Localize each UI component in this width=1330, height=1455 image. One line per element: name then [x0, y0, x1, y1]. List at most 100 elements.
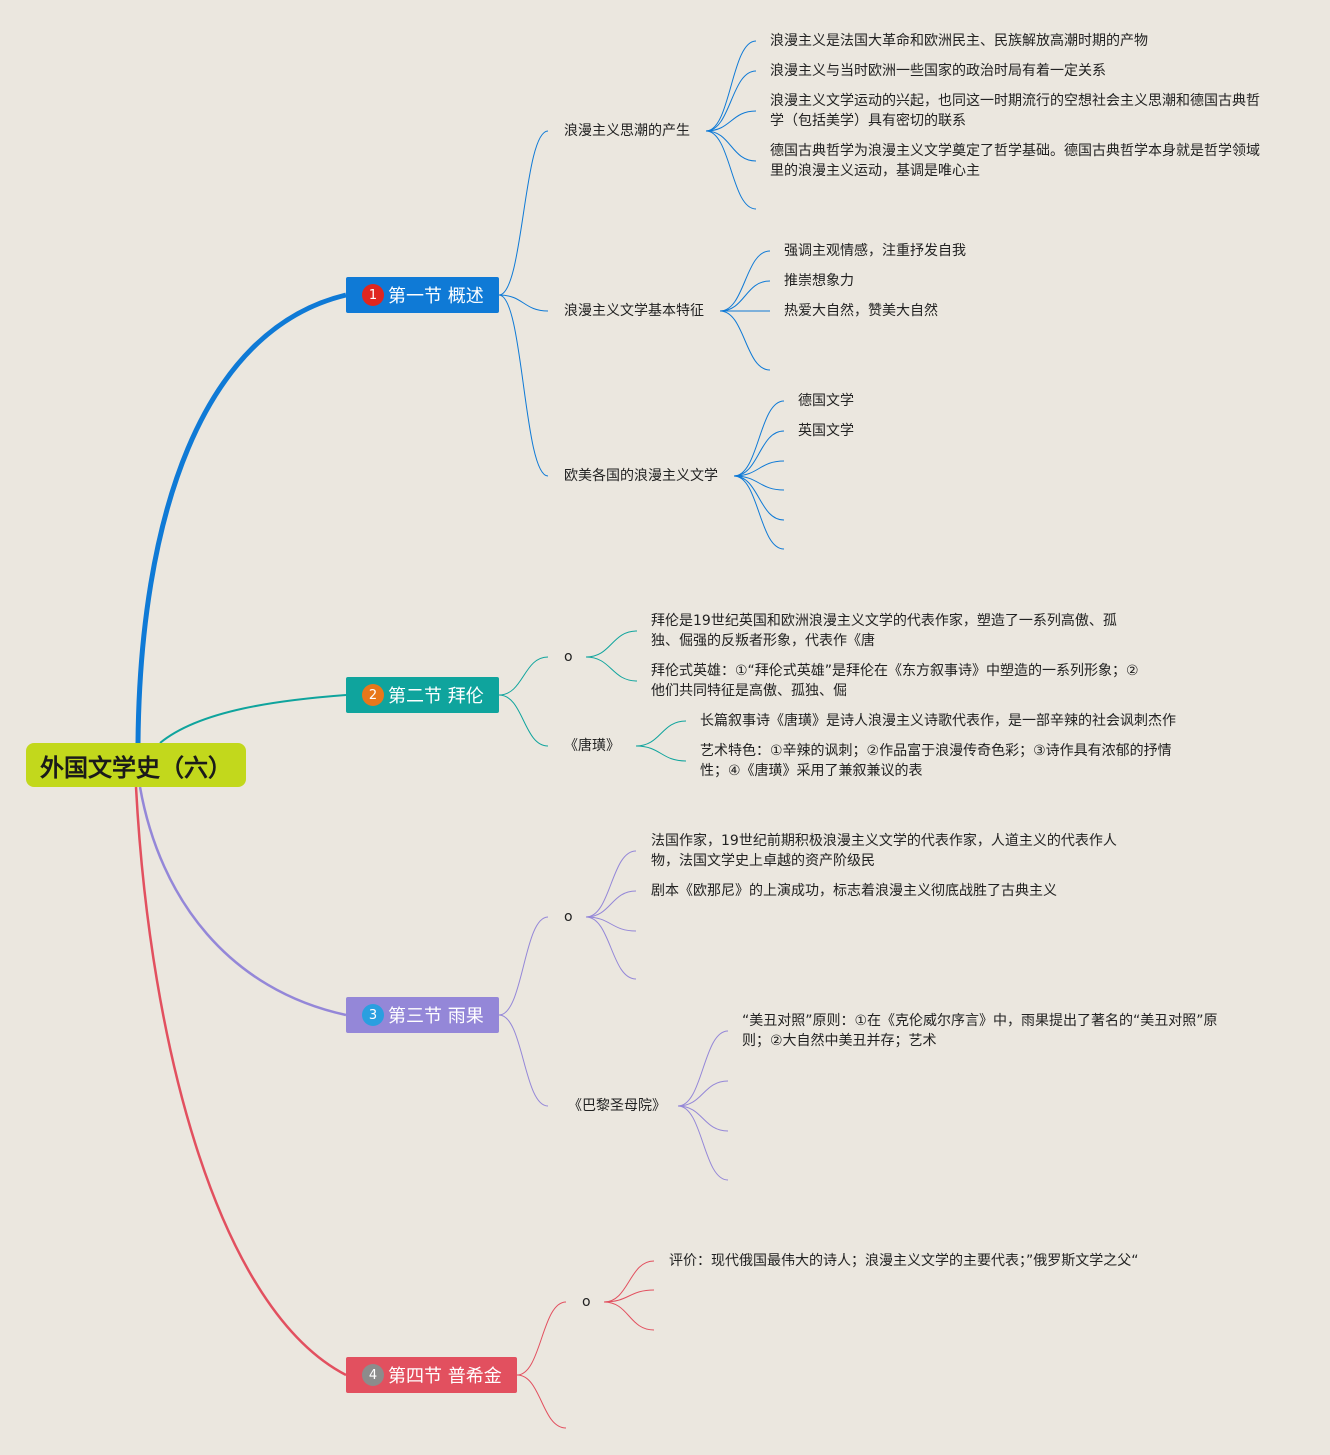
- topic-to-leaf-connector: [677, 1105, 729, 1181]
- leaf-text: 浪漫主义文学运动的兴起，也同这一时期流行的空想社会主义思潮和德国古典哲学（包括美…: [770, 93, 1260, 129]
- topic-to-leaf-connector: [585, 850, 637, 918]
- section-to-topic-connector: [498, 694, 549, 747]
- section-node-overview[interactable]: 1 第一节 概述: [346, 277, 499, 313]
- leaf-text: 英国文学: [798, 423, 854, 439]
- leaf-node[interactable]: 浪漫主义文学运动的兴起，也同这一时期流行的空想社会主义思潮和德国古典哲学（包括美…: [770, 91, 1262, 131]
- topic-label: o: [564, 909, 573, 925]
- section-to-topic-connector: [498, 1014, 549, 1107]
- topic-to-leaf-connector: [733, 475, 785, 521]
- leaf-text: 强调主观情感，注重抒发自我: [784, 243, 966, 259]
- leaf-node[interactable]: 剧本《欧那尼》的上演成功，标志着浪漫主义彻底战胜了古典主义: [651, 881, 1151, 901]
- section-node-pushkin[interactable]: 4 第四节 普希金: [346, 1357, 517, 1393]
- leaf-node[interactable]: 德国古典哲学为浪漫主义文学奠定了哲学基础。德国古典哲学本身就是哲学领域里的浪漫主…: [770, 141, 1262, 181]
- leaf-node[interactable]: 德国文学: [798, 391, 854, 411]
- section-to-topic-connector: [516, 1301, 567, 1376]
- leaf-text: 长篇叙事诗《唐璜》是诗人浪漫主义诗歌代表作，是一部辛辣的社会讽刺杰作: [700, 713, 1176, 729]
- topic-to-leaf-connector: [705, 110, 757, 132]
- section-label: 第二节 拜伦: [388, 686, 484, 707]
- topic-to-leaf-connector: [677, 1030, 729, 1107]
- leaf-node[interactable]: 艺术特色：①辛辣的讽刺；②作品富于浪漫传奇色彩；③诗作具有浓郁的抒情性；④《唐璜…: [700, 741, 1190, 781]
- section-node-hugo[interactable]: 3 第三节 雨果: [346, 997, 499, 1033]
- topic-to-leaf-connector: [677, 1080, 729, 1107]
- section-to-topic-connector: [498, 656, 549, 696]
- section-label: 第四节 普希金: [388, 1366, 502, 1387]
- topic-node[interactable]: 欧美各国的浪漫主义文学: [564, 466, 718, 486]
- leaf-text: 德国文学: [798, 393, 854, 409]
- leaf-text: “美丑对照”原则：①在《克伦威尔序言》中，雨果提出了著名的“美丑对照”原则；②大…: [742, 1013, 1218, 1049]
- topic-node[interactable]: o: [564, 907, 573, 927]
- root-node[interactable]: 外国文学史（六）: [26, 743, 246, 787]
- topic-to-leaf-connector: [733, 400, 785, 477]
- leaf-node[interactable]: 法国作家，19世纪前期积极浪漫主义文学的代表作家，人道主义的代表作人物，法国文学…: [651, 831, 1143, 871]
- topic-to-leaf-connector: [719, 310, 771, 371]
- leaf-node[interactable]: 推崇想象力: [784, 271, 854, 291]
- topic-label: o: [582, 1294, 591, 1310]
- topic-to-leaf-connector: [733, 475, 785, 550]
- leaf-node[interactable]: 浪漫主义与当时欧洲一些国家的政治时局有着一定关系: [770, 61, 1270, 81]
- leaf-text: 热爱大自然，赞美大自然: [784, 303, 938, 319]
- leaf-node[interactable]: 浪漫主义是法国大革命和欧洲民主、民族解放高潮时期的产物: [770, 31, 1270, 51]
- root-connector-line: [159, 694, 347, 744]
- topic-to-leaf-connector: [585, 890, 637, 918]
- section-label: 第三节 雨果: [388, 1006, 484, 1027]
- root-connector-line: [135, 292, 347, 744]
- section-label: 第一节 概述: [388, 286, 484, 307]
- topic-node[interactable]: o: [564, 647, 573, 667]
- topic-node[interactable]: 《唐璜》: [564, 736, 620, 756]
- topic-to-leaf-connector: [719, 280, 771, 312]
- root-connector-line: [138, 786, 347, 1017]
- topic-to-leaf-connector: [677, 1105, 729, 1132]
- topic-to-leaf-connector: [585, 656, 638, 682]
- root-label: 外国文学史（六）: [40, 753, 232, 782]
- leaf-text: 艺术特色：①辛辣的讽刺；②作品富于浪漫传奇色彩；③诗作具有浓郁的抒情性；④《唐璜…: [700, 743, 1172, 779]
- leaf-node[interactable]: 评价：现代俄国最伟大的诗人；浪漫主义文学的主要代表；”俄罗斯文学之父“: [669, 1251, 1169, 1271]
- section-to-topic-connector: [516, 1374, 567, 1429]
- leaf-text: 法国作家，19世纪前期积极浪漫主义文学的代表作家，人道主义的代表作人物，法国文学…: [651, 833, 1117, 869]
- topic-to-leaf-connector: [733, 430, 785, 477]
- topic-label: 浪漫主义文学基本特征: [564, 303, 704, 319]
- topic-to-leaf-connector: [705, 130, 757, 210]
- leaf-text: 浪漫主义是法国大革命和欧洲民主、民族解放高潮时期的产物: [770, 33, 1148, 49]
- leaf-text: 评价：现代俄国最伟大的诗人；浪漫主义文学的主要代表；”俄罗斯文学之父“: [669, 1253, 1139, 1269]
- section-number-badge: 1: [362, 284, 384, 306]
- topic-node[interactable]: 《巴黎圣母院》: [568, 1096, 666, 1116]
- section-to-topic-connector: [498, 294, 549, 477]
- leaf-node[interactable]: 热爱大自然，赞美大自然: [784, 301, 938, 321]
- topic-to-leaf-connector: [603, 1301, 655, 1331]
- leaf-text: 推崇想象力: [784, 273, 854, 289]
- leaf-node[interactable]: 长篇叙事诗《唐璜》是诗人浪漫主义诗歌代表作，是一部辛辣的社会讽刺杰作: [700, 711, 1200, 731]
- topic-label: 浪漫主义思潮的产生: [564, 123, 690, 139]
- topic-to-leaf-connector: [585, 630, 638, 658]
- leaf-text: 德国古典哲学为浪漫主义文学奠定了哲学基础。德国古典哲学本身就是哲学领域里的浪漫主…: [770, 143, 1260, 179]
- leaf-node[interactable]: 拜伦式英雄：①“拜伦式英雄”是拜伦在《东方叙事诗》中塑造的一系列形象；②他们共同…: [651, 661, 1151, 701]
- section-to-topic-connector: [498, 916, 549, 1016]
- section-to-topic-connector: [498, 130, 549, 296]
- topic-node[interactable]: 浪漫主义文学基本特征: [564, 301, 704, 321]
- topic-to-leaf-connector: [635, 745, 687, 762]
- topic-to-leaf-connector: [705, 130, 757, 162]
- leaf-node[interactable]: 拜伦是19世纪英国和欧洲浪漫主义文学的代表作家，塑造了一系列高傲、孤独、倔强的反…: [651, 611, 1141, 651]
- section-number-badge: 4: [362, 1364, 384, 1386]
- section-to-topic-connector: [498, 294, 549, 312]
- section-node-byron[interactable]: 2 第二节 拜伦: [346, 677, 499, 713]
- topic-to-leaf-connector: [635, 720, 687, 747]
- topic-label: o: [564, 649, 573, 665]
- topic-label: 《唐璜》: [564, 738, 620, 754]
- section-number-badge: 3: [362, 1004, 384, 1026]
- topic-label: 《巴黎圣母院》: [568, 1098, 666, 1114]
- leaf-node[interactable]: 英国文学: [798, 421, 854, 441]
- topic-node[interactable]: o: [582, 1292, 591, 1312]
- topic-to-leaf-connector: [705, 40, 757, 132]
- leaf-text: 浪漫主义与当时欧洲一些国家的政治时局有着一定关系: [770, 63, 1106, 79]
- leaf-text: 拜伦是19世纪英国和欧洲浪漫主义文学的代表作家，塑造了一系列高傲、孤独、倔强的反…: [651, 613, 1117, 649]
- topic-to-leaf-connector: [585, 916, 637, 932]
- root-connector-line: [134, 786, 347, 1377]
- leaf-node[interactable]: “美丑对照”原则：①在《克伦威尔序言》中，雨果提出了著名的“美丑对照”原则；②大…: [742, 1011, 1232, 1051]
- topic-to-leaf-connector: [705, 70, 757, 132]
- topic-label: 欧美各国的浪漫主义文学: [564, 468, 718, 484]
- leaf-node[interactable]: 强调主观情感，注重抒发自我: [784, 241, 966, 261]
- topic-node[interactable]: 浪漫主义思潮的产生: [564, 121, 690, 141]
- leaf-text: 拜伦式英雄：①“拜伦式英雄”是拜伦在《东方叙事诗》中塑造的一系列形象；②他们共同…: [651, 663, 1139, 699]
